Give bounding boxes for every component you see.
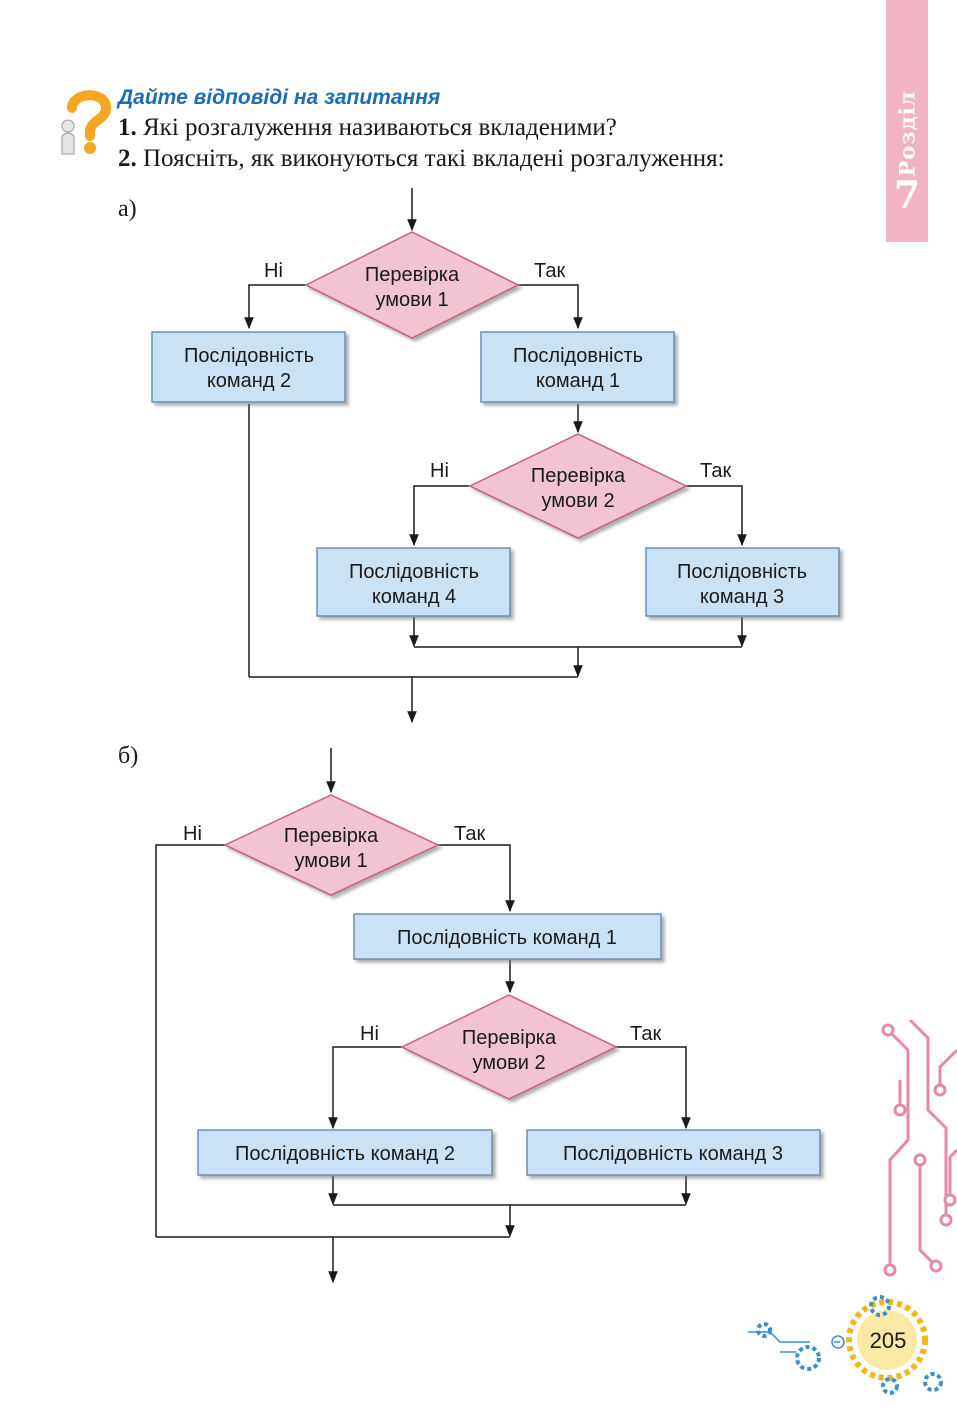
a-condition-2-diamond: [468, 433, 688, 539]
question-1: 1. Які розгалуження називаються вкладени…: [118, 114, 617, 142]
a-condition-2-line-2: умови 2: [541, 490, 614, 512]
a-sequence-3-line-2: команд 3: [700, 586, 784, 608]
a-yes-label-2: Так: [700, 460, 731, 482]
flowcharts: Перевірка умови 1 Ні Так Послідовність к…: [151, 188, 840, 1284]
a-sequence-2-line-1: Послідовність: [184, 345, 314, 367]
b-condition-1-line-2: умови 1: [294, 850, 367, 872]
b-sequence-1-text: Послідовність команд 1: [397, 927, 617, 949]
b-condition-2-line-1: Перевірка: [462, 1027, 557, 1049]
b-no-label-2: Ні: [360, 1023, 379, 1045]
b-condition-2-line-2: умови 2: [472, 1052, 545, 1074]
a-yes-label-1: Так: [534, 260, 565, 282]
b-condition-2-diamond: [400, 994, 618, 1100]
question-2-text: Поясніть, як виконуються такі вкладені р…: [143, 145, 725, 172]
a-sequence-4-line-1: Послідовність: [349, 561, 479, 583]
question-2-number: 2.: [118, 145, 137, 172]
gears-decoration-icon: [748, 1295, 943, 1395]
question-2: 2. Поясніть, як виконуються такі вкладен…: [118, 145, 725, 173]
section-tab-number: 7: [893, 172, 921, 217]
a-condition-1-line-1: Перевірка: [365, 264, 460, 286]
section-tab-word: Розділ: [894, 90, 920, 176]
a-condition-1-line-2: умови 1: [375, 289, 448, 311]
a-condition-2-line-1: Перевірка: [531, 465, 626, 487]
page-number: 205: [869, 1328, 907, 1353]
a-no-label-2: Ні: [430, 460, 449, 482]
a-condition-1-diamond: [304, 231, 520, 339]
b-sequence-3-text: Послідовність команд 3: [563, 1143, 783, 1165]
b-yes-label-1: Так: [454, 823, 485, 845]
b-sequence-2-text: Послідовність команд 2: [235, 1143, 455, 1165]
a-sequence-2-line-2: команд 2: [207, 370, 291, 392]
a-sequence-4-box: [316, 547, 511, 617]
b-condition-1-diamond: [223, 794, 440, 896]
a-sequence-1-box: [480, 331, 675, 403]
b-sequence-2-box: [197, 1129, 493, 1176]
diagram-b-label: б): [118, 743, 139, 769]
b-sequence-3-box: [526, 1129, 821, 1176]
b-yes-label-2: Так: [630, 1023, 661, 1045]
section-heading: Дайте відповіді на запитання: [118, 86, 441, 109]
a-sequence-3-line-1: Послідовність: [677, 561, 807, 583]
circuit-decoration-icon: [881, 1020, 957, 1277]
question-1-text: Які розгалуження називаються вкладеними?: [143, 114, 617, 141]
section-tab: [886, 0, 928, 242]
a-sequence-3-box: [645, 547, 840, 617]
question-1-number: 1.: [118, 114, 137, 141]
b-condition-1-line-1: Перевірка: [284, 825, 379, 847]
b-sequence-1-box: [353, 913, 662, 960]
a-sequence-1-line-1: Послідовність: [513, 345, 643, 367]
a-sequence-4-line-2: команд 4: [372, 586, 456, 608]
diagram-a-label: а): [118, 196, 137, 222]
a-sequence-1-line-2: команд 1: [536, 370, 620, 392]
b-no-label-1: Ні: [183, 823, 202, 845]
a-no-label-1: Ні: [264, 260, 283, 282]
a-sequence-2-box: [151, 331, 346, 403]
question-mark-icon: [61, 90, 112, 155]
